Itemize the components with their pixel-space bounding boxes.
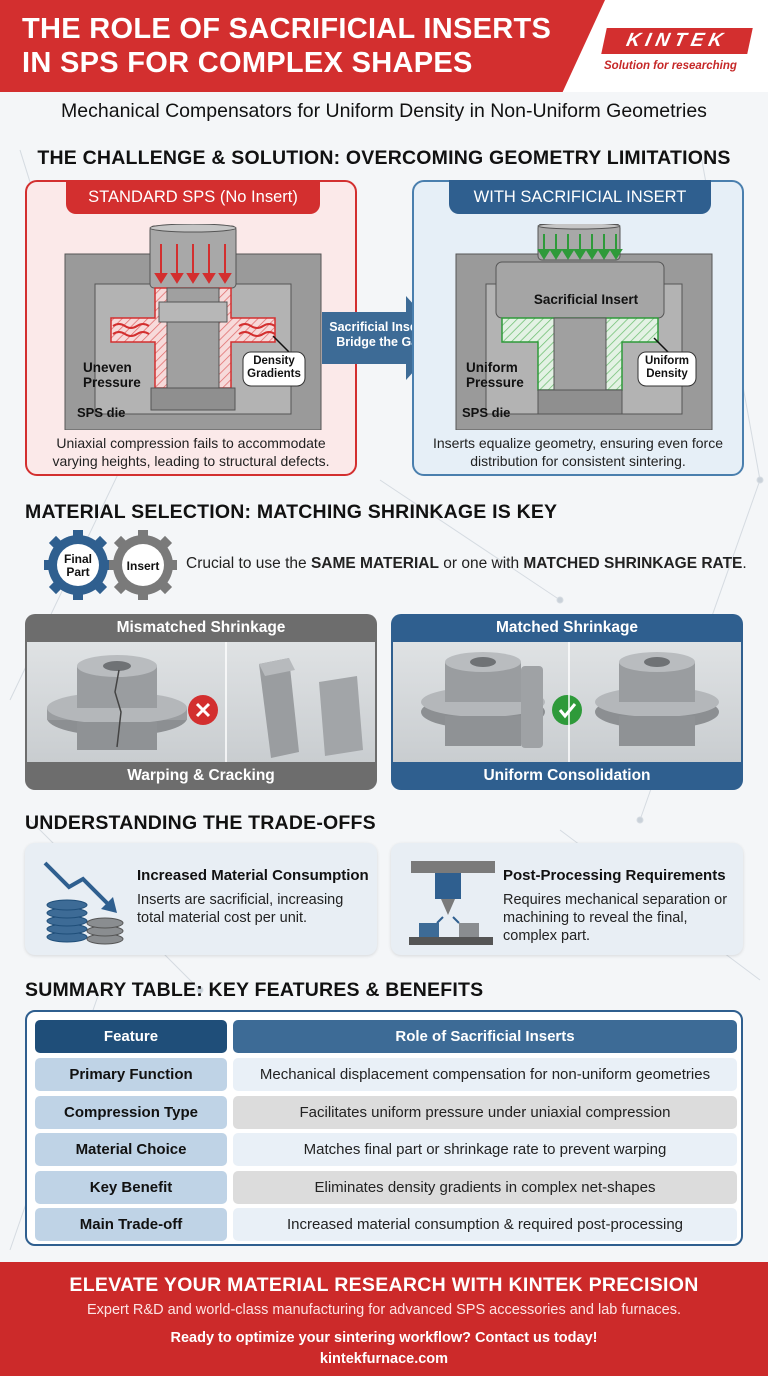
gears-icon — [44, 530, 177, 600]
logo-wordmark: KINTEK — [601, 28, 753, 54]
sacrificial-insert-label: Sacrificial Insert — [533, 292, 639, 307]
machining-icon — [409, 861, 495, 945]
sps-die-label-right: SPS die — [462, 405, 511, 420]
uniform-pressure-label: Uniform Pressure — [466, 360, 524, 390]
table-cell-feature: Material Choice — [35, 1133, 227, 1166]
material-statement: Crucial to use the SAME MATERIAL or one … — [186, 555, 747, 573]
logo-tagline: Solution for researching — [604, 60, 737, 72]
footer-banner: ELEVATE YOUR MATERIAL RESEARCH WITH KINT… — [0, 1262, 768, 1376]
table-row: Compression Type Facilitates uniform pre… — [35, 1096, 737, 1129]
table-cell-feature: Compression Type — [35, 1096, 227, 1129]
gear-insert-label: Insert — [126, 559, 160, 573]
material-consumption-title: Increased Material Consumption — [137, 867, 369, 884]
table-header-feature: Feature — [35, 1020, 227, 1053]
material-text-same-material: SAME MATERIAL — [310, 555, 439, 572]
material-text-mid: or one with — [438, 555, 524, 572]
table-cell-feature: Primary Function — [35, 1058, 227, 1091]
page-title: THE ROLE OF SACRIFICIAL INSERTS IN SPS F… — [22, 12, 602, 80]
standard-sps-heading: STANDARD SPS (No Insert) — [66, 180, 320, 214]
matched-photo — [393, 642, 741, 762]
sacrificial-insert-panel: WITH SACRIFICIAL INSERT — [412, 180, 744, 476]
mismatched-footer: Warping & Cracking — [127, 767, 275, 784]
standard-sps-caption: Uniaxial compression fails to accommodat… — [52, 435, 330, 469]
gear-final-part-label: Final Part — [63, 552, 92, 579]
sacrificial-insert-block — [495, 261, 665, 319]
subtitle: Mechanical Compensators for Uniform Dens… — [61, 100, 707, 122]
table-cell-feature: Main Trade-off — [35, 1208, 227, 1241]
tradeoffs-section-title: UNDERSTANDING THE TRADE-OFFS — [25, 812, 376, 834]
uniform-density-label: Uniform Density — [644, 355, 690, 380]
title-line-1: THE ROLE OF SACRIFICIAL INSERTS — [22, 13, 552, 45]
material-text-post: . — [742, 555, 747, 572]
material-consumption-text: Inserts are sacrificial, increasing tota… — [137, 892, 344, 926]
header: THE ROLE OF SACRIFICIAL INSERTS IN SPS F… — [0, 0, 768, 92]
standard-sps-diagram — [64, 224, 322, 430]
mismatched-shrinkage-panel: Mismatched Shrinkage Warping & Cracking — [25, 614, 377, 790]
uneven-pressure-label: Uneven Pressure — [83, 360, 141, 390]
table-row: Material Choice Matches final part or sh… — [35, 1133, 737, 1166]
matched-footer: Uniform Consolidation — [483, 767, 651, 784]
mismatched-heading: Mismatched Shrinkage — [116, 619, 286, 636]
material-text-matched-rate: MATCHED SHRINKAGE RATE — [523, 555, 743, 572]
table-row: Key Benefit Eliminates density gradients… — [35, 1171, 737, 1204]
table-cell-role: Facilitates uniform pressure under uniax… — [233, 1096, 737, 1129]
sacrificial-insert-heading: WITH SACRIFICIAL INSERT — [449, 180, 711, 214]
check-icon — [552, 695, 582, 725]
density-gradients-label: Density Gradients — [247, 355, 301, 380]
table-cell-role: Mechanical displacement compensation for… — [233, 1058, 737, 1091]
material-consumption-card: Increased Material Consumption Inserts a… — [25, 843, 377, 955]
table-row: Primary Function Mechanical displacement… — [35, 1058, 737, 1091]
footer-cta-link[interactable]: Ready to optimize your sintering workflo… — [170, 1330, 598, 1346]
footer-title: ELEVATE YOUR MATERIAL RESEARCH WITH KINT… — [69, 1274, 699, 1296]
material-text-pre: Crucial to use the — [186, 555, 311, 572]
standard-sps-panel: STANDARD SPS (No Insert) — [25, 180, 357, 476]
title-line-2: IN SPS FOR COMPLEX SHAPES — [22, 47, 473, 79]
table-cell-feature: Key Benefit — [35, 1171, 227, 1204]
table-header-role: Role of Sacrificial Inserts — [233, 1020, 737, 1053]
coins-down-trend-icon — [43, 861, 124, 945]
post-processing-text: Requires mechanical separation or machin… — [503, 892, 728, 944]
footer-website-link[interactable]: kintekfurnace.com — [319, 1351, 449, 1367]
summary-table: Feature Role of Sacrificial Inserts Prim… — [25, 1010, 743, 1246]
footer-subtitle: Expert R&D and world-class manufacturing… — [87, 1302, 681, 1318]
table-cell-role: Matches final part or shrinkage rate to … — [233, 1133, 737, 1166]
challenge-section-title: THE CHALLENGE & SOLUTION: OVERCOMING GEO… — [37, 147, 731, 169]
kintek-logo[interactable]: KINTEK Solution for researching — [601, 28, 754, 72]
mismatched-photo — [27, 642, 375, 762]
sacrificial-insert-diagram — [455, 224, 713, 430]
material-section-title: MATERIAL SELECTION: MATCHING SHRINKAGE I… — [25, 501, 558, 523]
table-cell-role: Increased material consumption & require… — [233, 1208, 737, 1241]
table-header-row: Feature Role of Sacrificial Inserts — [35, 1020, 737, 1053]
table-section-title: SUMMARY TABLE: KEY FEATURES & BENEFITS — [25, 979, 484, 1001]
table-row: Main Trade-off Increased material consum… — [35, 1208, 737, 1241]
post-processing-title: Post-Processing Requirements — [503, 867, 726, 884]
header-banner — [0, 0, 605, 92]
sacrificial-insert-caption: Inserts equalize geometry, ensuring even… — [432, 435, 723, 469]
sps-die-label: SPS die — [77, 405, 126, 420]
table-cell-role: Eliminates density gradients in complex … — [233, 1171, 737, 1204]
bridge-arrow-text: Sacrificial Inserts Bridge the Gap — [329, 320, 433, 349]
matched-shrinkage-panel: Matched Shrinkage Uniform Co — [391, 614, 743, 790]
matched-heading: Matched Shrinkage — [495, 619, 639, 636]
post-processing-card: Post-Processing Requirements Requires me… — [391, 843, 743, 955]
